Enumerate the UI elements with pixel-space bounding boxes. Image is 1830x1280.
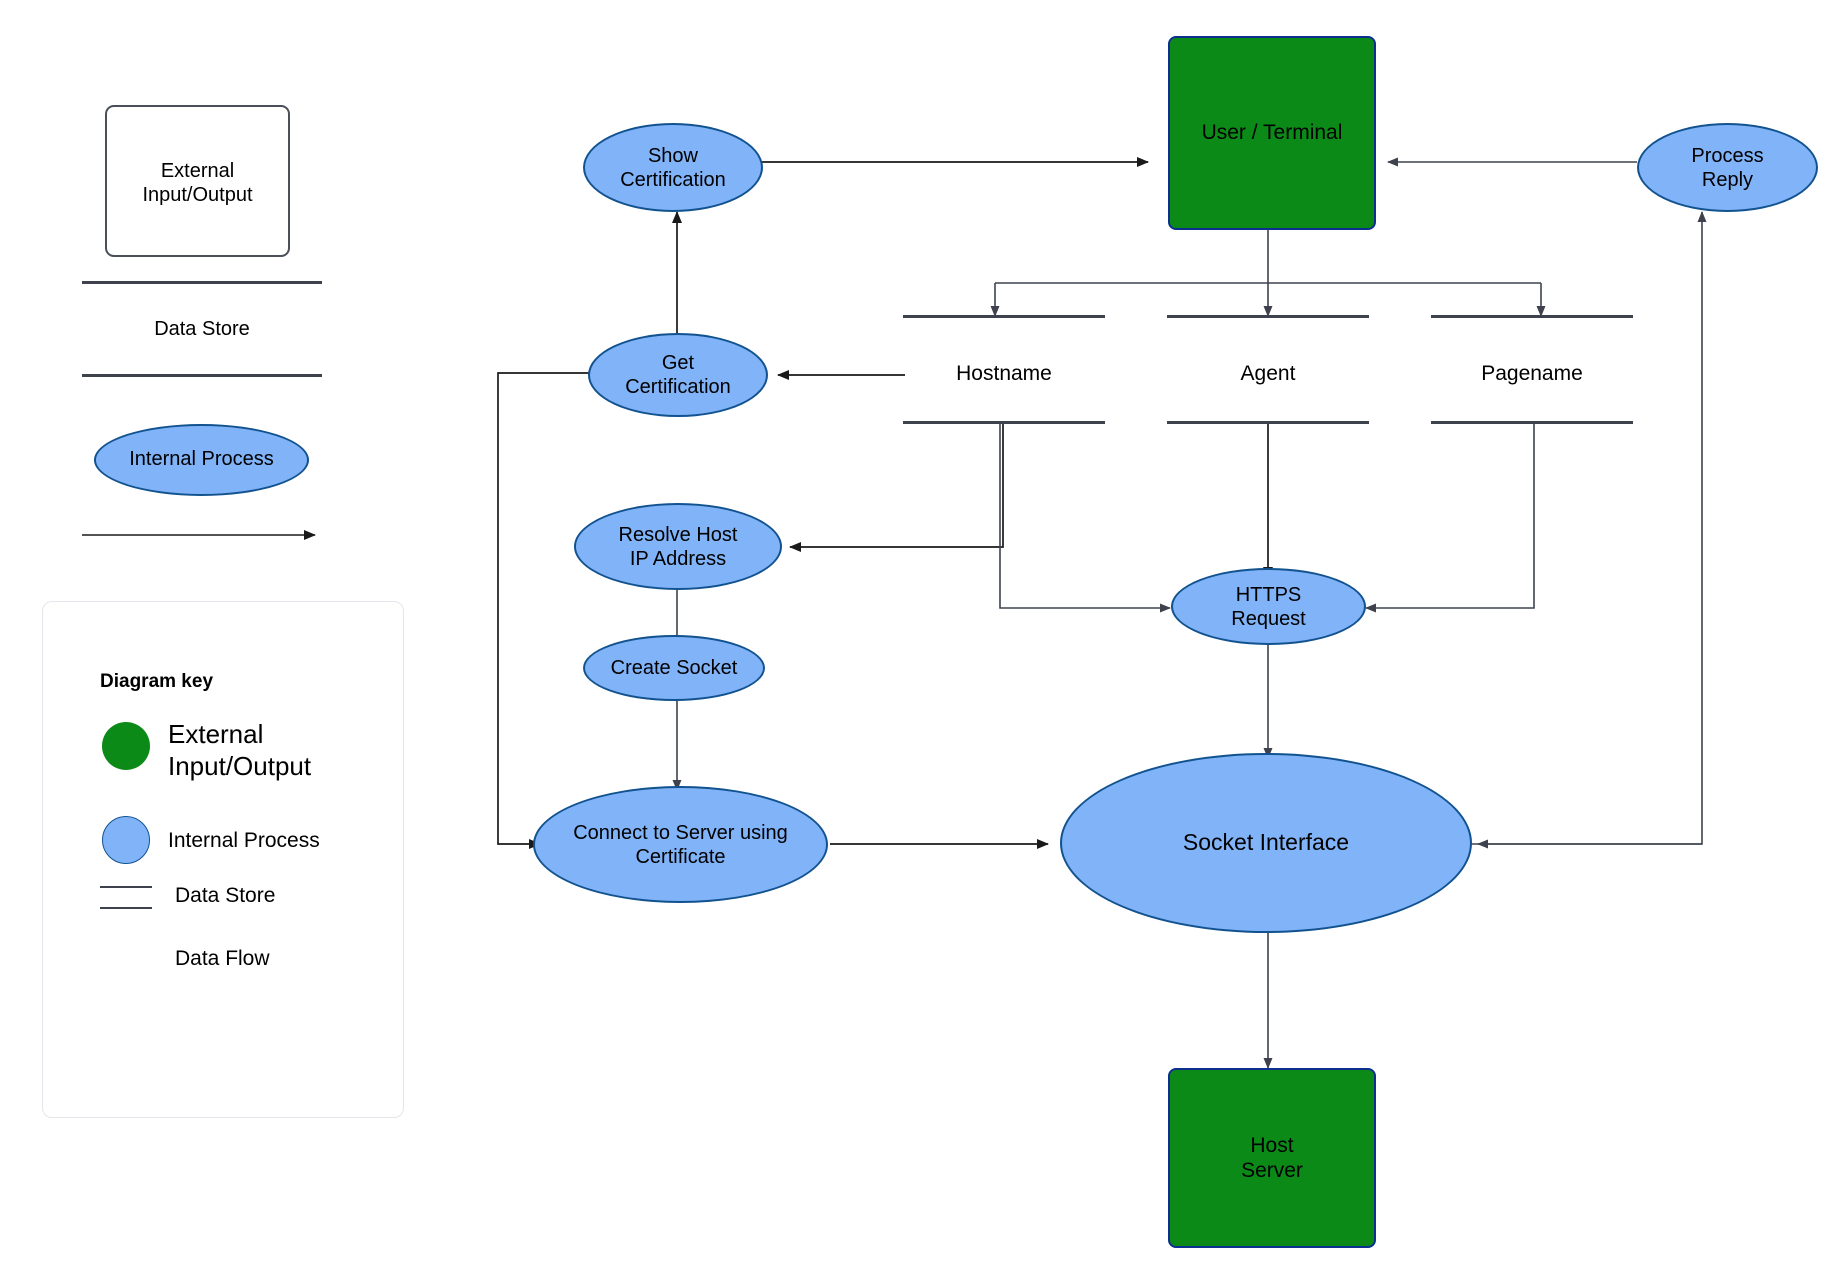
legend-data-store-top-rule bbox=[82, 281, 322, 284]
node-get-certification[interactable]: Get Certification bbox=[588, 333, 768, 417]
node-https-request[interactable]: HTTPS Request bbox=[1171, 568, 1366, 645]
node-connect-to-server-using-certificate[interactable]: Connect to Server using Certificate bbox=[533, 786, 828, 903]
store-pagename-bottom-rule bbox=[1431, 421, 1633, 424]
store-hostname-label: Hostname bbox=[956, 362, 1052, 385]
node-show-certification[interactable]: Show Certification bbox=[583, 123, 763, 212]
store-agent-label: Agent bbox=[1240, 362, 1296, 385]
legend-data-store-bottom-rule bbox=[82, 374, 322, 377]
key-data-store-rule-bottom bbox=[100, 907, 152, 909]
node-resolve-host-ip-address[interactable]: Resolve Host IP Address bbox=[574, 503, 782, 590]
legend-external-io-shape bbox=[105, 105, 290, 257]
store-pagename-label: Pagename bbox=[1481, 362, 1583, 385]
node-host-server[interactable]: Host Server bbox=[1168, 1068, 1376, 1248]
store-pagename-top-rule bbox=[1431, 315, 1633, 318]
store-hostname-bottom-rule bbox=[903, 421, 1105, 424]
node-socket-interface[interactable]: Socket Interface bbox=[1060, 753, 1472, 933]
diagram-key-panel bbox=[42, 601, 404, 1118]
store-hostname-top-rule bbox=[903, 315, 1105, 318]
key-data-store-rule-top bbox=[100, 886, 152, 888]
node-create-socket[interactable]: Create Socket bbox=[583, 635, 765, 701]
key-external-io-circle-icon bbox=[102, 722, 150, 770]
store-agent-top-rule bbox=[1167, 315, 1369, 318]
node-user-terminal[interactable]: User / Terminal bbox=[1168, 36, 1376, 230]
legend-internal-process-shape bbox=[94, 424, 309, 496]
key-internal-process-circle-icon bbox=[102, 816, 150, 864]
store-agent-bottom-rule bbox=[1167, 421, 1369, 424]
node-process-reply[interactable]: Process Reply bbox=[1637, 123, 1818, 212]
